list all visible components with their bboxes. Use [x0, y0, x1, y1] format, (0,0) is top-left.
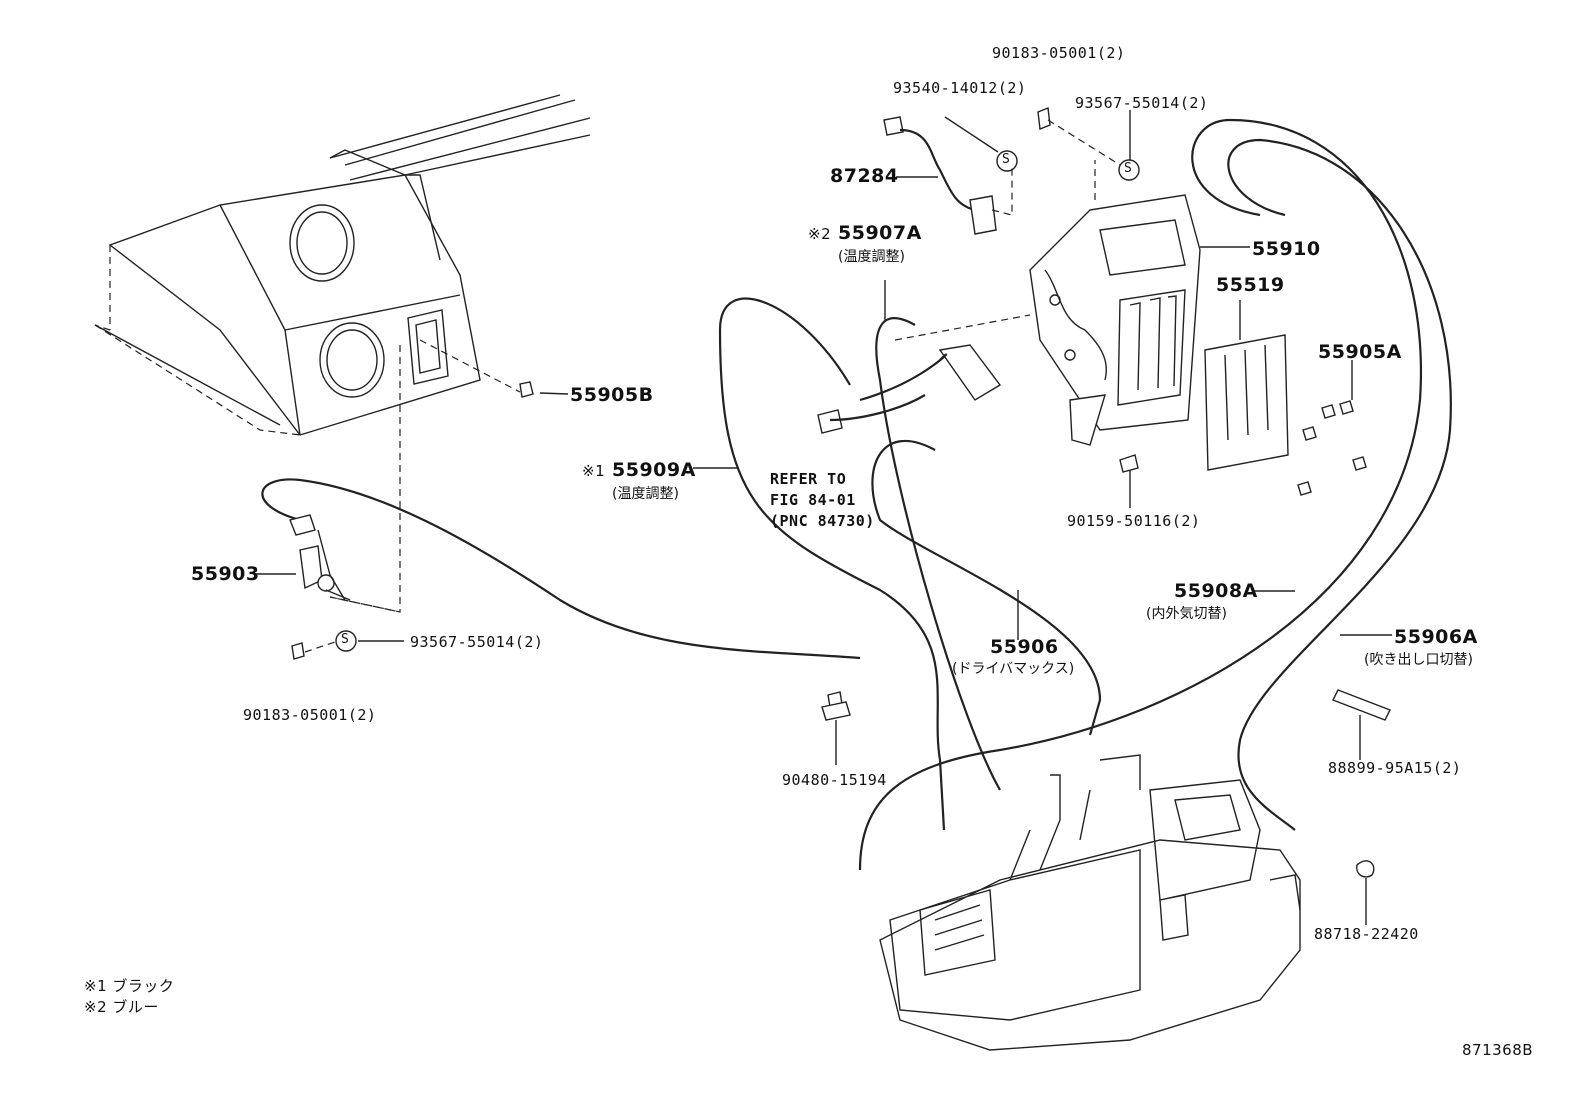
label-55908A-sub: (内外気切替)	[1146, 606, 1227, 622]
label-55909A: 55909A	[612, 459, 696, 481]
label-55909A-mark: ※1	[582, 462, 606, 480]
misc-parts-drawing	[821, 689, 1391, 925]
label-90183-bottom: 90183-05001(2)	[243, 706, 377, 724]
label-88899: 88899-95A15(2)	[1328, 759, 1462, 777]
label-55519: 55519	[1216, 274, 1285, 296]
label-90183-top: 90183-05001(2)	[992, 44, 1126, 62]
label-55906: 55906	[990, 636, 1059, 658]
instrument-panel-drawing	[94, 94, 591, 613]
label-55910: 55910	[1252, 238, 1321, 260]
control-cables-drawing	[718, 118, 1452, 871]
label-88718: 88718-22420	[1314, 925, 1419, 943]
control-lever-drawing	[254, 478, 861, 660]
legend-note-1: ※1 ブラック	[84, 977, 175, 995]
control-panel-assembly-drawing	[894, 160, 1367, 508]
label-55906A: 55906A	[1394, 626, 1478, 648]
legend-note-2: ※2 ブルー	[84, 998, 159, 1016]
refer-line-1: REFER TO	[770, 470, 847, 488]
clip-symbol-left: S	[341, 632, 350, 647]
label-93567-top: 93567-55014(2)	[1075, 94, 1209, 112]
label-55906-sub: (ドライバマックス)	[952, 661, 1075, 677]
clip-symbol-top-right: S	[1124, 161, 1133, 176]
label-55906A-sub: (吹き出し口切替)	[1364, 652, 1473, 668]
label-90159: 90159-50116(2)	[1067, 512, 1201, 530]
heater-unit-drawing	[879, 754, 1301, 1051]
clip-symbols	[335, 150, 1140, 652]
figure-code: 871368B	[1462, 1041, 1534, 1059]
label-55907A-mark: ※2	[808, 225, 832, 243]
refer-line-2: FIG 84-01	[770, 491, 856, 509]
clip-symbol-top-left: S	[1002, 152, 1011, 167]
label-55903: 55903	[191, 563, 260, 585]
label-55908A: 55908A	[1174, 580, 1258, 602]
label-55907A-sub: (温度調整)	[838, 249, 905, 265]
label-55907A: 55907A	[838, 222, 922, 244]
refer-line-3: (PNC 84730)	[770, 512, 875, 530]
label-93567-bottom: 93567-55014(2)	[410, 633, 544, 651]
label-90480: 90480-15194	[782, 771, 887, 789]
label-93540: 93540-14012(2)	[893, 79, 1027, 97]
label-55905A: 55905A	[1318, 341, 1402, 363]
label-55909A-sub: (温度調整)	[612, 486, 679, 502]
sensor-87284-drawing	[883, 107, 1131, 235]
label-87284: 87284	[830, 165, 899, 187]
label-55905B: 55905B	[570, 384, 654, 406]
leader-lines	[358, 467, 1392, 642]
